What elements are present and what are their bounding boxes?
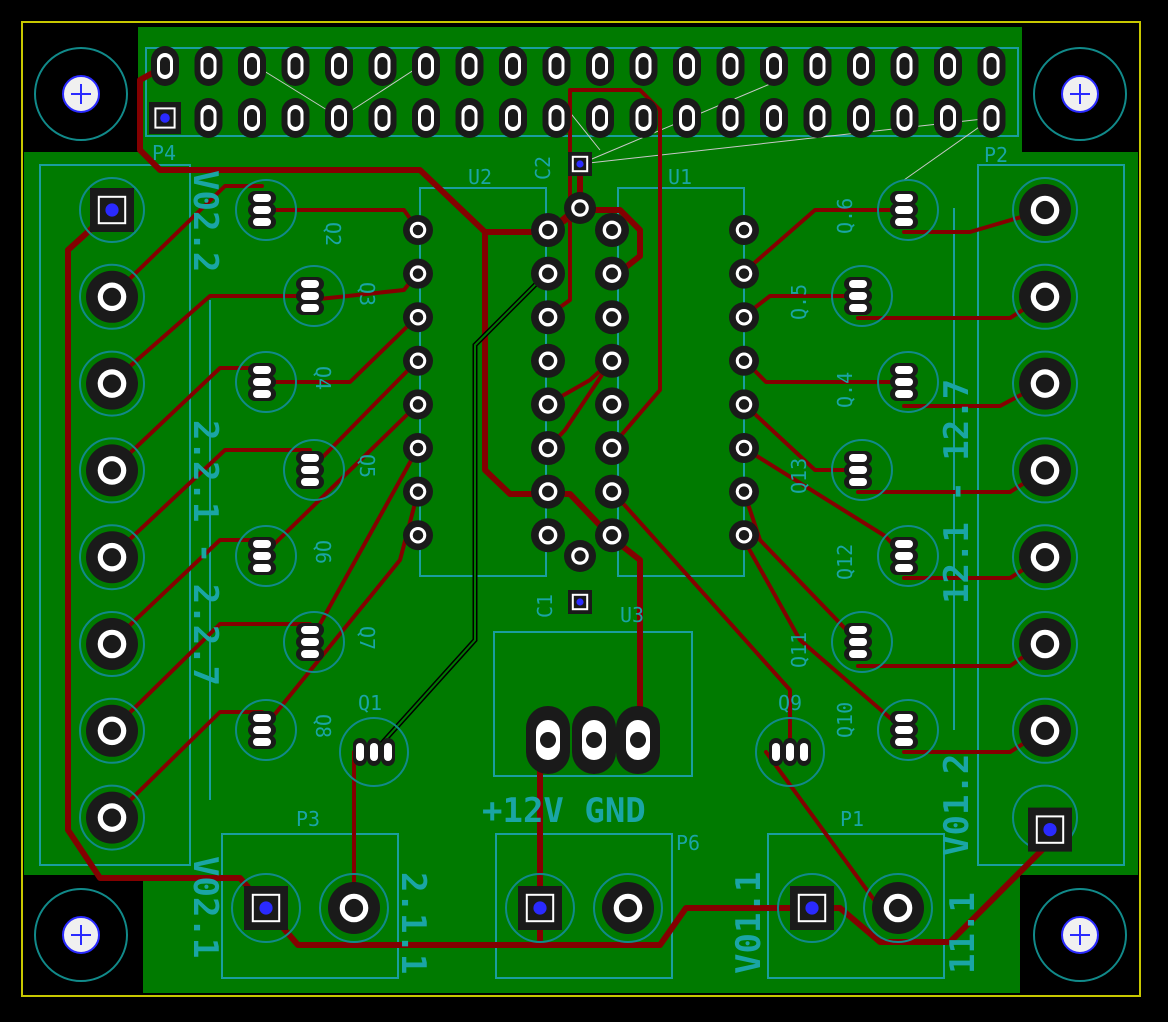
connector-ring <box>319 873 389 943</box>
mounting-hole-tr <box>1028 42 1132 146</box>
terminal-right-ring <box>1012 263 1078 330</box>
label-q14: Q.4 <box>833 372 857 408</box>
transistor-outline <box>235 699 297 761</box>
pads <box>79 46 1078 943</box>
terminal-right-ring <box>1012 437 1078 504</box>
terminal-left-ring <box>79 263 145 330</box>
connector-ring <box>777 873 847 943</box>
label-p3: P3 <box>296 807 320 831</box>
mounting-hole-br <box>1028 883 1132 987</box>
transistor-outline <box>831 439 893 501</box>
terminal-right-ring <box>1012 524 1078 591</box>
label-l211: 2.1.1 <box>393 872 433 974</box>
terminal-right-outline <box>977 164 1125 866</box>
u2-outline <box>419 187 547 577</box>
label-v012: V01.2 <box>937 754 977 856</box>
terminal-left-ring <box>79 784 145 851</box>
terminal-right-ring <box>1012 697 1078 764</box>
label-q3: Q3 <box>355 282 379 306</box>
signal-trace-q1 <box>372 270 550 754</box>
label-u2: U2 <box>468 165 492 189</box>
u3-outline <box>493 631 693 777</box>
board-edge <box>21 21 1141 997</box>
label-r121: 12.1 - 12.7 <box>937 379 977 604</box>
terminal-left-ring <box>79 177 145 243</box>
transistor-outline <box>283 611 345 673</box>
terminal-left-ring <box>79 350 145 417</box>
terminal-right-ring <box>1012 350 1078 417</box>
label-q10: Q10 <box>833 702 857 738</box>
label-q15: Q.5 <box>787 284 811 320</box>
connector-ring <box>505 873 575 943</box>
label-q7: Q7 <box>355 626 379 650</box>
transistor-outline <box>283 439 345 501</box>
connector-ring <box>593 873 663 943</box>
label-q12: Q12 <box>833 544 857 580</box>
label-u1: U1 <box>668 165 692 189</box>
label-q16: Q.6 <box>833 198 857 234</box>
connector-ring <box>231 873 301 943</box>
label-q5: Q5 <box>355 454 379 478</box>
mounting-hole-tl <box>29 42 133 146</box>
terminal-left-ring <box>79 611 145 677</box>
terminal-left-outline <box>39 164 191 866</box>
connector-ring <box>863 873 933 943</box>
transistor-outline <box>235 525 297 587</box>
label-q9: Q9 <box>778 691 802 715</box>
label-l111: 11.1 <box>943 892 983 974</box>
label-c1: C1 <box>533 594 557 618</box>
u1-outline <box>617 187 745 577</box>
mounting-hole-bl <box>29 883 133 987</box>
label-q4: Q4 <box>311 366 335 390</box>
label-q8: Q8 <box>311 714 335 738</box>
transistor-outline <box>235 179 297 241</box>
transistor-outline <box>877 699 939 761</box>
label-v021: V02.1 <box>185 856 225 958</box>
transistor-outline <box>831 265 893 327</box>
transistor-outline <box>831 611 893 673</box>
label-q13: Q13 <box>787 458 811 494</box>
terminal-right-ring <box>1012 177 1078 243</box>
transistor-outline <box>339 717 409 787</box>
silk-labels: P4 P2 U2 U1 U3 P3 P6 P1 Q1 Q9 C2 C1 Q2 Q… <box>152 141 1008 974</box>
label-v011: V01.1 <box>729 872 769 974</box>
label-power: +12V GND <box>482 791 646 831</box>
p6-outline <box>495 833 673 979</box>
p3-outline <box>221 833 399 979</box>
terminal-left-ring <box>79 437 145 504</box>
terminal-left-ring <box>79 697 145 764</box>
transistor-outline <box>877 179 939 241</box>
header-outline <box>145 47 1019 137</box>
label-q1: Q1 <box>358 691 382 715</box>
transistor-outline <box>877 351 939 413</box>
transistor-outline <box>235 351 297 413</box>
label-p6: P6 <box>676 831 700 855</box>
label-v022: V02.2 <box>185 170 225 272</box>
label-l221: 2.2.1 - 2.2.7 <box>185 420 225 686</box>
label-p4: P4 <box>152 141 176 165</box>
transistor-outline <box>755 717 825 787</box>
transistor-outline <box>283 265 345 327</box>
label-p2: P2 <box>984 143 1008 167</box>
label-p1: P1 <box>840 807 864 831</box>
terminal-left-ring <box>79 524 145 591</box>
terminal-right-ring <box>1012 611 1078 677</box>
label-c2: C2 <box>531 156 555 180</box>
label-q11: Q11 <box>787 632 811 668</box>
transistor-outline <box>877 525 939 587</box>
label-q2: Q2 <box>321 222 345 246</box>
label-u3: U3 <box>620 603 644 627</box>
label-q6: Q6 <box>311 540 335 564</box>
